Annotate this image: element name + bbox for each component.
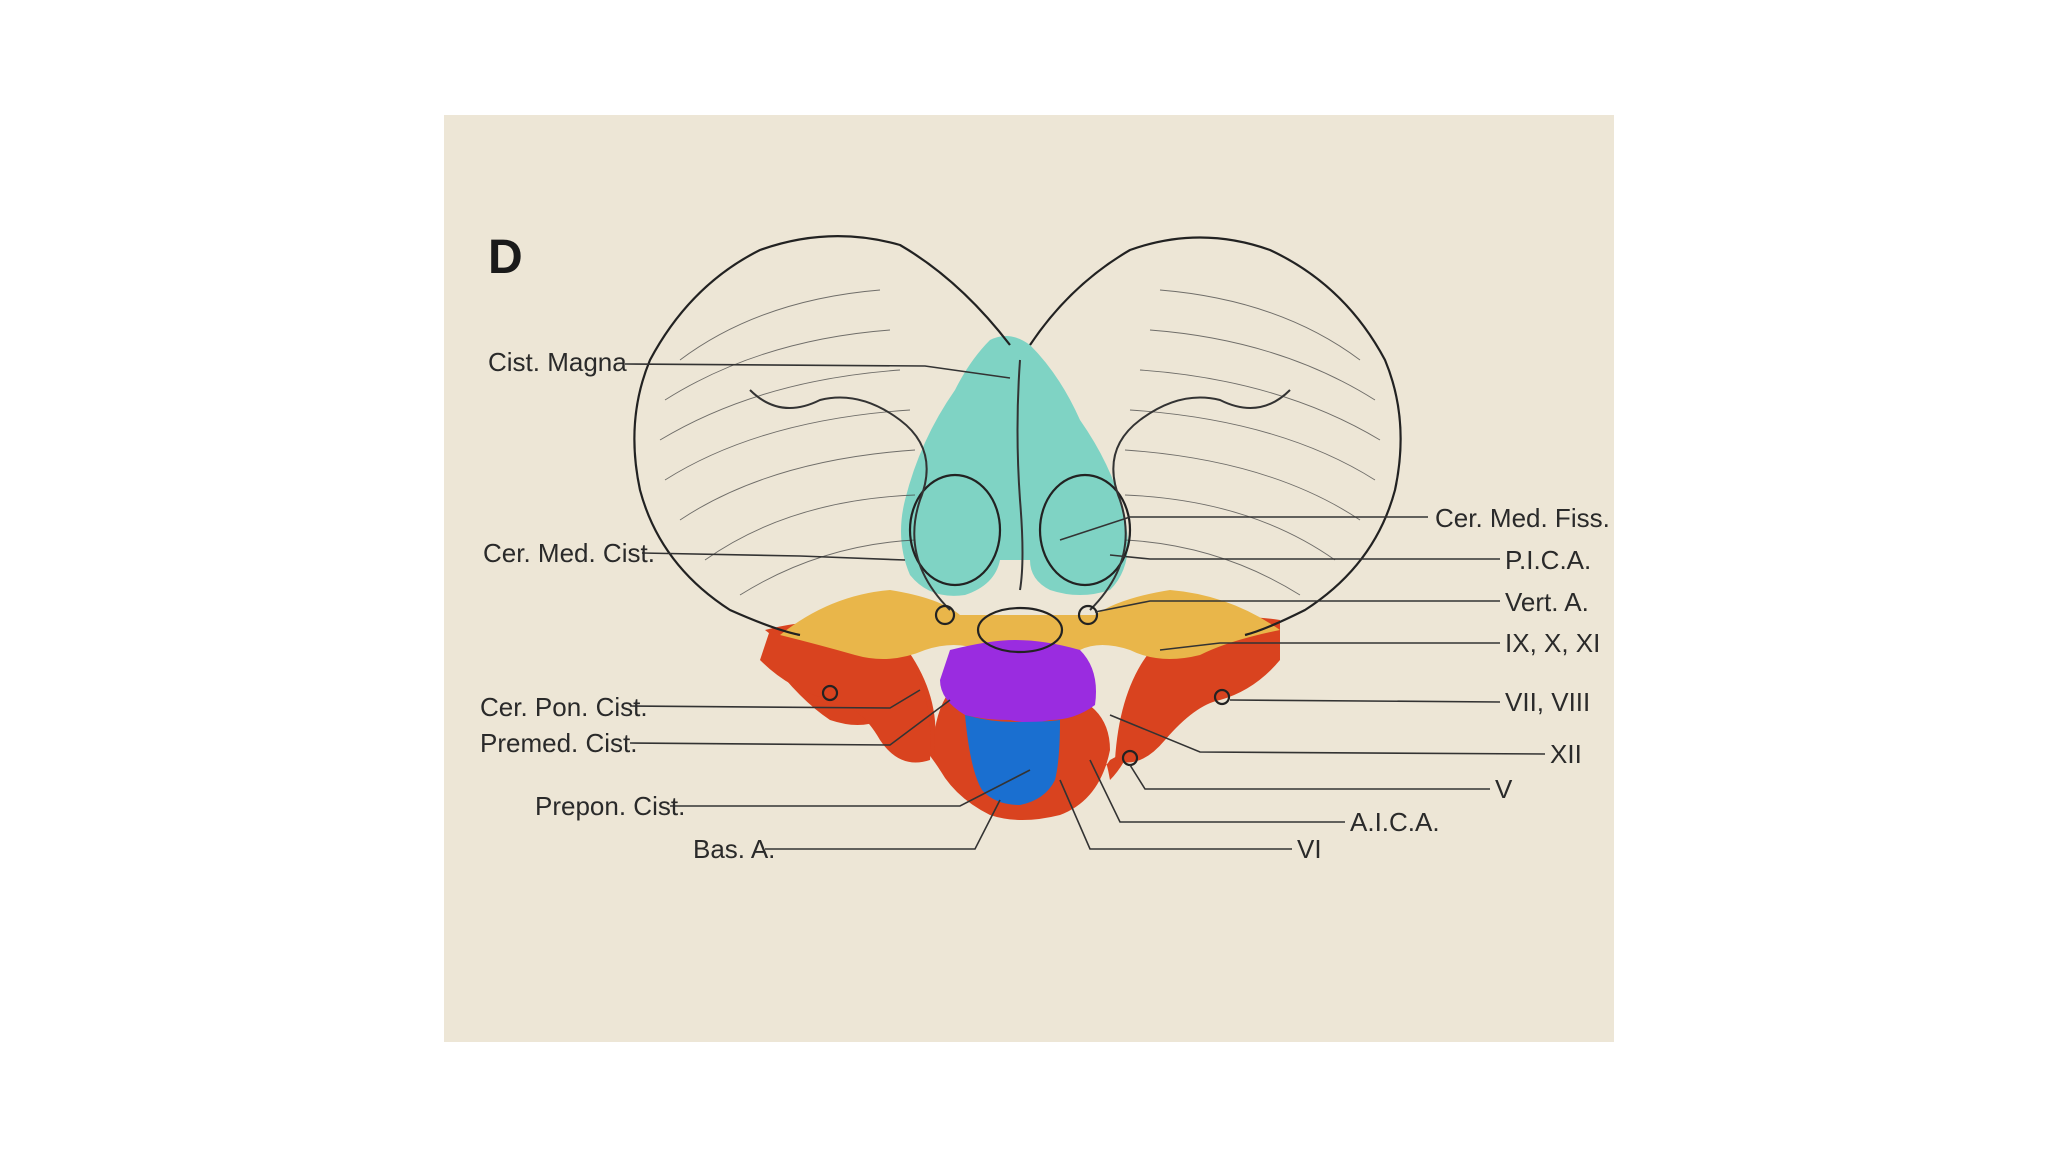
cerebellopontine-cistern-left: [760, 627, 931, 763]
cisterna-magna-region: [901, 336, 1128, 596]
label-prepon-cist: Prepon. Cist.: [535, 791, 685, 821]
label-vert-a: Vert. A.: [1505, 587, 1589, 617]
left-folia-6: [704, 494, 916, 561]
leader-ix-x-xi: [1159, 642, 1500, 651]
leader-pica: [1109, 554, 1500, 560]
panel-letter: D: [488, 231, 523, 284]
label-vi: VI: [1297, 834, 1322, 864]
leader-lines: [624, 363, 1546, 850]
label-bas-a: Bas. A.: [693, 834, 775, 864]
left-vii-viii-stub: [821, 684, 839, 702]
left-folia-4: [664, 409, 911, 481]
plate-background: [444, 115, 1614, 1042]
right-folia-7: [1124, 539, 1301, 596]
labels-left: Cist. Magna Cer. Med. Cist. Cer. Pon. Ci…: [480, 347, 775, 864]
medulla: [976, 606, 1064, 654]
leader-cist-magna: [624, 363, 1011, 379]
right-hemisphere-outline: [1029, 236, 1402, 637]
left-vert-a-stub: [934, 604, 956, 626]
leader-bas-a: [765, 799, 1001, 850]
label-cer-med-cist: Cer. Med. Cist.: [483, 538, 655, 568]
vermis: [1016, 359, 1024, 591]
leader-v: [1129, 764, 1490, 790]
leader-vii-viii: [1229, 699, 1501, 703]
right-tonsil: [1038, 473, 1132, 587]
right-folia-3: [1139, 369, 1381, 441]
left-folia-3: [659, 369, 901, 441]
leader-premed-cist: [629, 699, 951, 746]
left-pica-vessel: [749, 389, 951, 611]
labels-right: Cer. Med. Fiss. P.I.C.A. Vert. A. IX, X,…: [1297, 503, 1610, 864]
label-v: V: [1495, 774, 1513, 804]
leader-cer-pon-cist: [629, 689, 921, 709]
left-tonsil: [908, 473, 1002, 587]
leader-aica: [1089, 759, 1345, 823]
leader-prepon-cist: [670, 769, 1031, 807]
label-cist-magna: Cist. Magna: [488, 347, 627, 377]
left-hemisphere-outline: [633, 235, 1011, 637]
left-folia-2: [664, 329, 891, 401]
leader-cer-med-cist: [641, 552, 906, 561]
left-folia-5: [679, 449, 916, 521]
label-cer-pon-cist: Cer. Pon. Cist.: [480, 692, 648, 722]
right-vii-viii-stub: [1213, 688, 1231, 706]
label-premed-cist: Premed. Cist.: [480, 728, 638, 758]
label-vii-viii: VII, VIII: [1505, 687, 1590, 717]
premedullary-cistern-region: [940, 640, 1096, 723]
label-xii: XII: [1550, 739, 1582, 769]
label-aica: A.I.C.A.: [1350, 807, 1440, 837]
cistern-regions: [760, 336, 1280, 820]
right-folia-6: [1124, 494, 1336, 561]
leader-cer-med-fiss: [1059, 516, 1428, 541]
leader-vi: [1059, 779, 1292, 850]
label-cer-med-fiss: Cer. Med. Fiss.: [1435, 503, 1610, 533]
right-folia-4: [1129, 409, 1376, 481]
label-pica: P.I.C.A.: [1505, 545, 1591, 575]
right-folia-5: [1124, 449, 1361, 521]
prepontine-cistern-region: [965, 715, 1060, 805]
leader-xii: [1109, 714, 1546, 755]
right-folia-1: [1159, 289, 1361, 361]
leader-vert-a: [1094, 600, 1500, 613]
label-ix-x-xi: IX, X, XI: [1505, 628, 1600, 658]
right-folia-2: [1149, 329, 1376, 401]
right-pica-vessel: [1089, 389, 1291, 611]
right-vert-a-stub: [1077, 604, 1099, 626]
cerebellum-outline: [633, 235, 1402, 767]
cerebellomedullary-cistern-region: [780, 590, 1280, 659]
left-folia-1: [679, 289, 881, 361]
